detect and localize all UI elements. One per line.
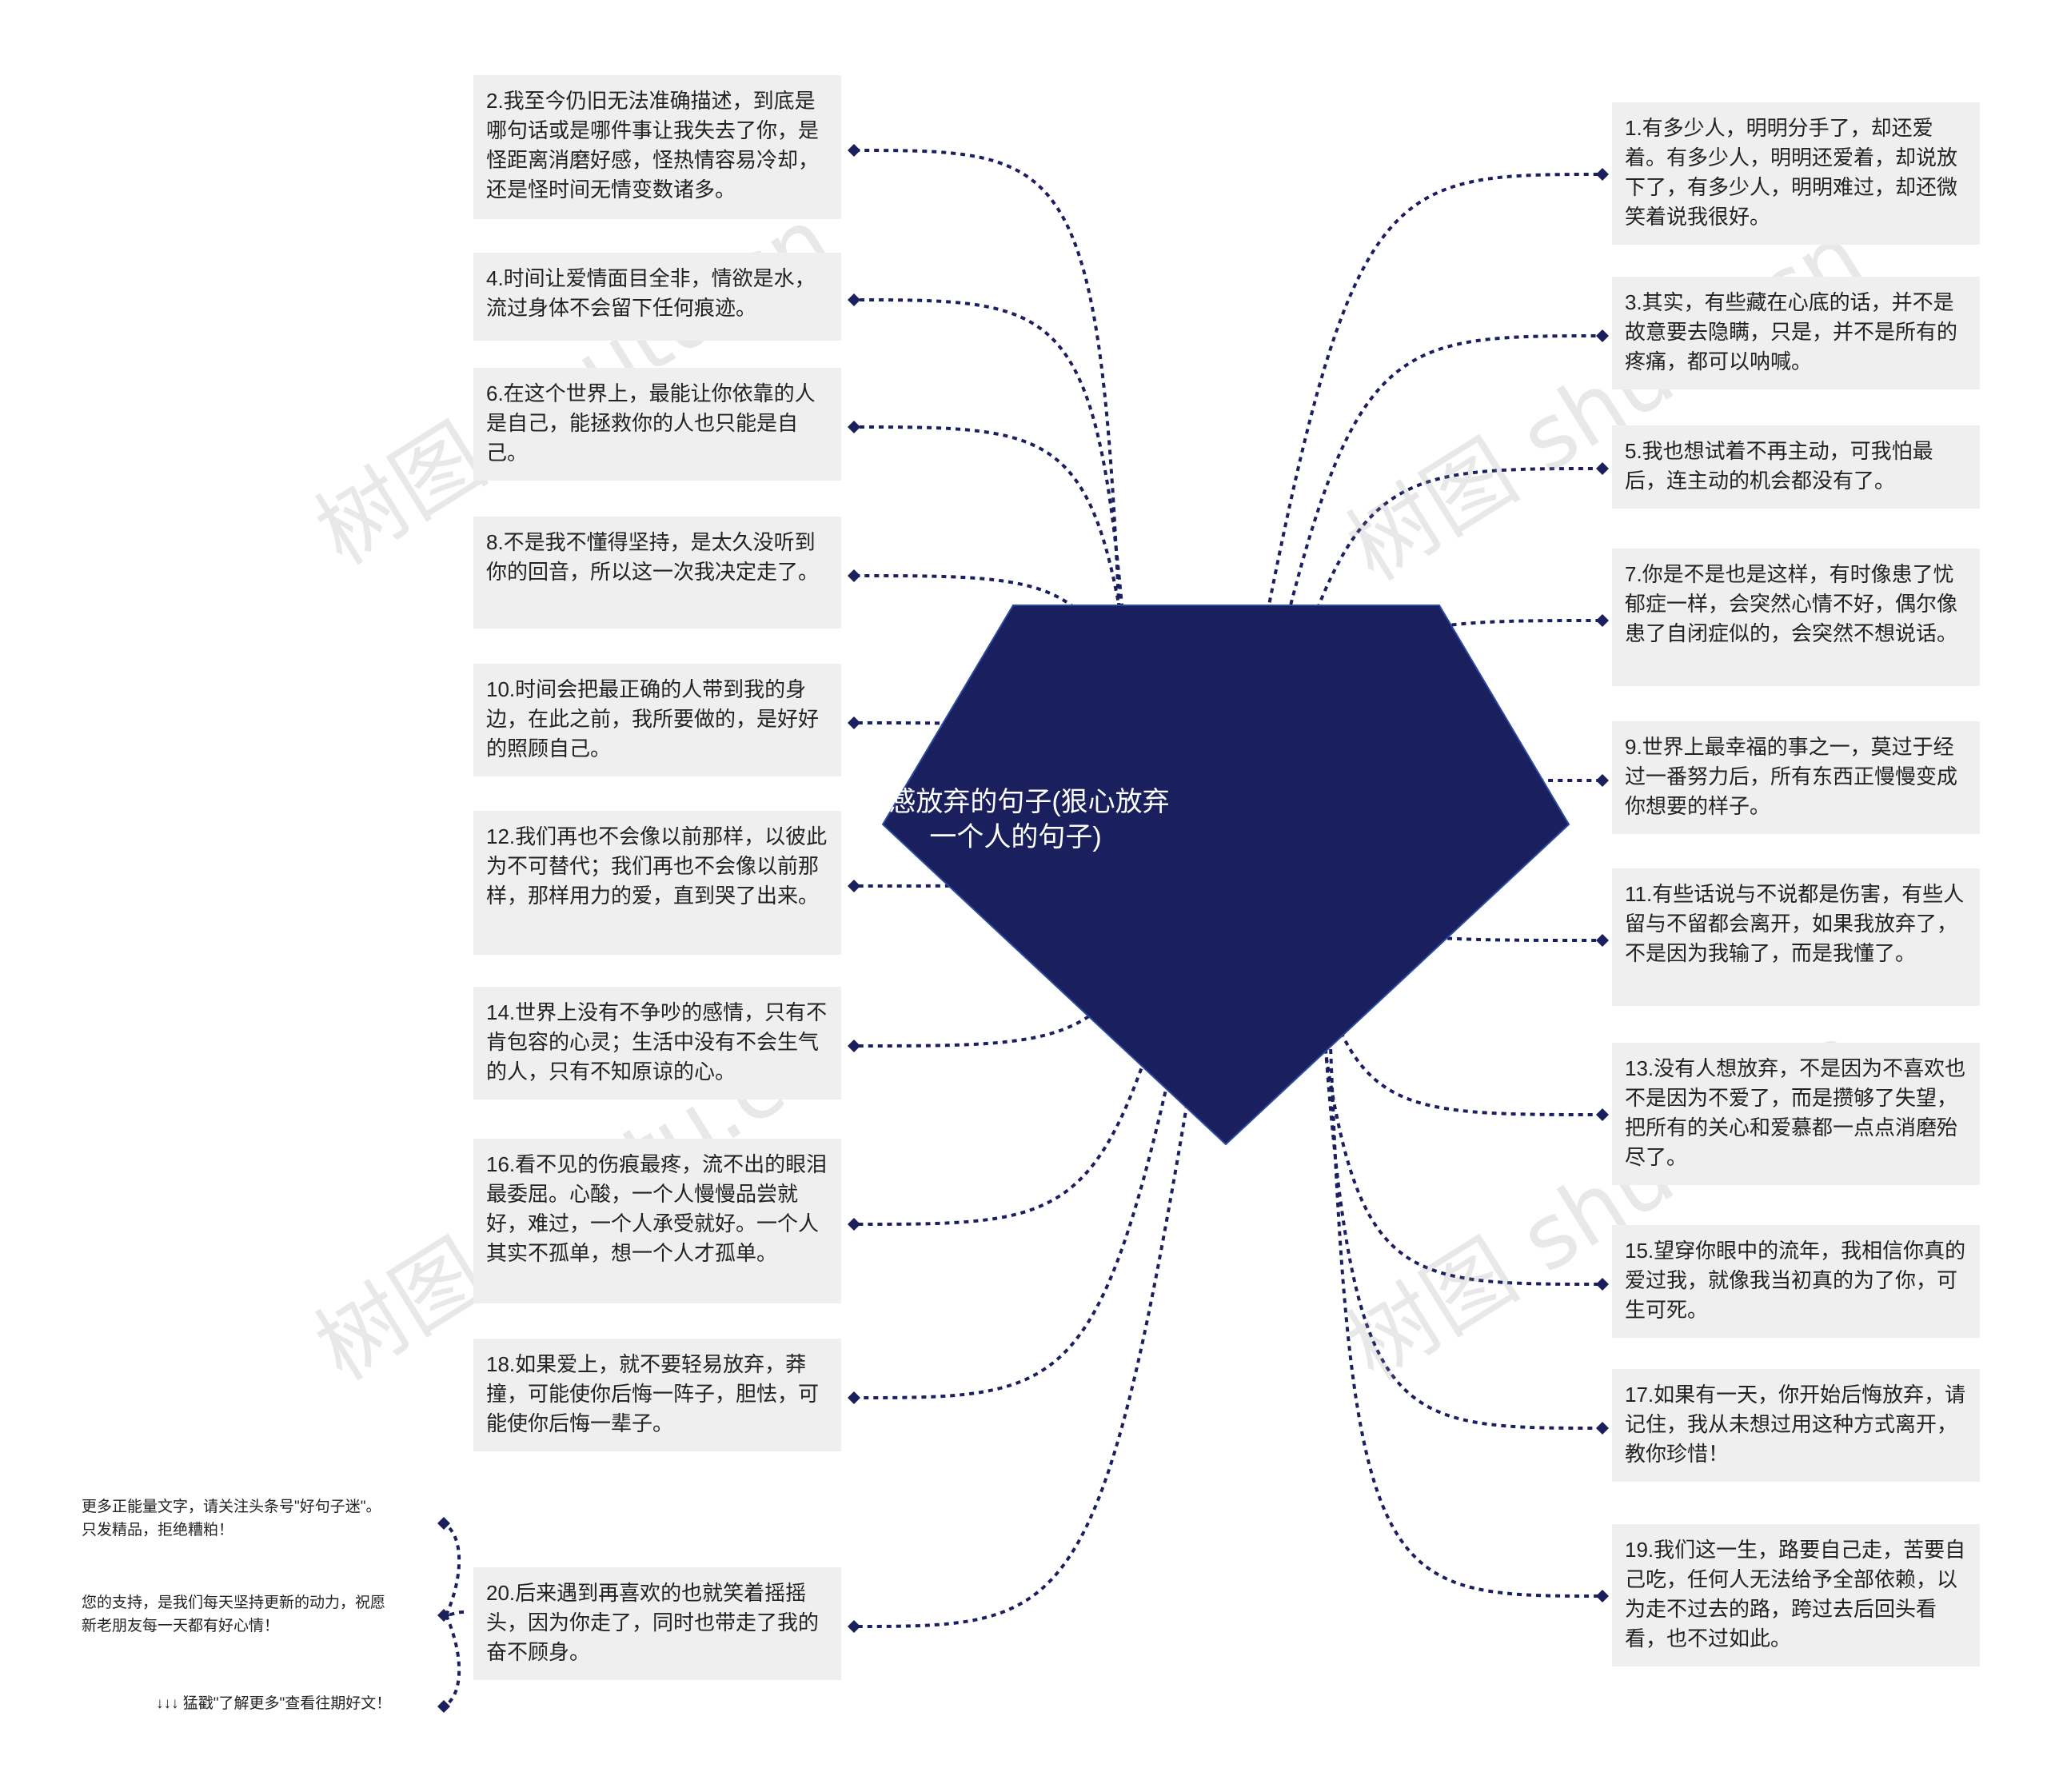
left-node[interactable]: 8.不是我不懂得坚持，是太久没听到你的回音，所以这一次我决定走了。: [473, 517, 841, 629]
left-node[interactable]: 12.我们再也不会像以前那样，以彼此为不可替代；我们再也不会像以前那样，那样用力…: [473, 811, 841, 955]
connector-endpoint: [848, 1218, 860, 1231]
connector-line: [1233, 334, 1603, 848]
connector-endpoint: [848, 1391, 860, 1404]
side-note-endpoint: [437, 1517, 450, 1530]
connector-line: [1222, 173, 1603, 848]
connector-endpoint: [1596, 168, 1609, 181]
connector-endpoint: [1596, 1108, 1609, 1121]
right-node[interactable]: 7.你是不是也是这样，有时像患了忧郁症一样，会突然心情不好，偶尔像患了自闭症似的…: [1612, 549, 1980, 686]
side-note: 您的支持，是我们每天坚持更新的动力，祝愿 新老朋友每一天都有好心情！: [82, 1594, 386, 1634]
connector-endpoint: [1596, 462, 1609, 475]
connector-endpoint: [848, 421, 860, 433]
connector-line: [853, 149, 1129, 848]
right-node[interactable]: 9.世界上最幸福的事之一，莫过于经过一番努力后，所有东西正慢慢变成你想要的样子。: [1612, 721, 1980, 834]
right-node[interactable]: 13.没有人想放弃，不是因为不喜欢也不是因为不爱了，而是攒够了失望，把所有的关心…: [1612, 1043, 1980, 1185]
connector-endpoint: [1596, 329, 1609, 342]
connector-endpoint: [848, 569, 860, 582]
left-node[interactable]: 18.如果爱上，就不要轻易放弃，莽撞，可能使你后悔一阵子，胆怯，可能使你后悔一辈…: [473, 1339, 841, 1451]
left-node[interactable]: 20.后来遇到再喜欢的也就笑着摇摇头，因为你走了，同时也带走了我的奋不顾身。: [473, 1567, 841, 1680]
left-node[interactable]: 6.在这个世界上，最能让你依靠的人是自己，能拯救你的人也只能是自己。: [473, 368, 841, 481]
right-node[interactable]: 11.有些话说与不说都是伤害，有些人留与不留都会离开，如果我放弃了，不是因为我输…: [1612, 868, 1980, 1006]
right-node[interactable]: 15.望穿你眼中的流年，我相信你真的爱过我，就像我当初真的为了你，可生可死。: [1612, 1225, 1980, 1338]
connector-endpoint: [1596, 774, 1609, 787]
left-node[interactable]: 10.时间会把最正确的人带到我的身边，在此之前，我所要做的，是好好的照顾自己。: [473, 664, 841, 776]
connector-endpoints: [437, 144, 1609, 1713]
connector-line: [1323, 847, 1603, 1598]
connector-endpoint: [1596, 614, 1609, 627]
connector-endpoint: [848, 716, 860, 729]
side-note-connector: [442, 1522, 461, 1616]
side-note: 更多正能量文字，请关注头条号"好句子迷"。 只发精品，拒绝糟粕！: [82, 1499, 381, 1539]
left-node[interactable]: 4.时间让爱情面目全非，情欲是水，流过身体不会留下任何痕迹。: [473, 253, 841, 341]
connector-endpoint: [1596, 934, 1609, 947]
connector-endpoint: [848, 144, 860, 157]
right-node[interactable]: 19.我们这一生，路要自己走，苦要自己吃，任何人无法给予全部依赖，以为走不过去的…: [1612, 1524, 1980, 1666]
connector-endpoint: [848, 293, 860, 306]
left-node[interactable]: 16.看不见的伤痕最疼，流不出的眼泪最委屈。心酸，一个人慢慢品尝就好，难过，一个…: [473, 1139, 841, 1303]
side-note: ↓↓↓ 猛戳"了解更多"查看往期好文！: [156, 1695, 392, 1712]
connector-endpoint: [848, 1040, 860, 1052]
connector-endpoint: [848, 1620, 860, 1633]
side-note-endpoint: [437, 1700, 450, 1713]
right-node[interactable]: 17.如果有一天，你开始后悔放弃，请记住，我从未想过用这种方式离开，教你珍惜！: [1612, 1369, 1980, 1482]
connector-endpoint: [1596, 1278, 1609, 1291]
left-node[interactable]: 2.我至今仍旧无法准确描述，到底是哪句话或是哪件事让我失去了你，是怪距离消磨好感…: [473, 75, 841, 219]
right-node[interactable]: 1.有多少人，明明分手了，却还爱着。有多少人，明明还爱着，却说放下了，有多少人，…: [1612, 102, 1980, 245]
connector-endpoint: [848, 880, 860, 892]
side-note-endpoint: [437, 1609, 450, 1622]
center-topic-title: 伤感放弃的句子(狠心放弃 一个人的句子): [861, 787, 1170, 852]
connector-endpoint: [1596, 1422, 1609, 1435]
side-note-connector: [442, 1614, 461, 1708]
connector-endpoint: [1596, 1590, 1609, 1602]
side-note-connector: [445, 1610, 465, 1617]
right-node[interactable]: 5.我也想试着不再主动，可我怕最后，连主动的机会都没有了。: [1612, 425, 1980, 509]
connector-line: [853, 847, 1230, 1628]
connector-line: [853, 574, 1163, 848]
left-node[interactable]: 14.世界上没有不争吵的感情，只有不肯包容的心灵；生活中没有不会生气的人，只有不…: [473, 987, 841, 1100]
right-node[interactable]: 3.其实，有些藏在心底的话，并不是故意要去隐瞒，只是，并不是所有的疼痛，都可以呐…: [1612, 277, 1980, 389]
center-topic-shape[interactable]: [881, 605, 1570, 1146]
